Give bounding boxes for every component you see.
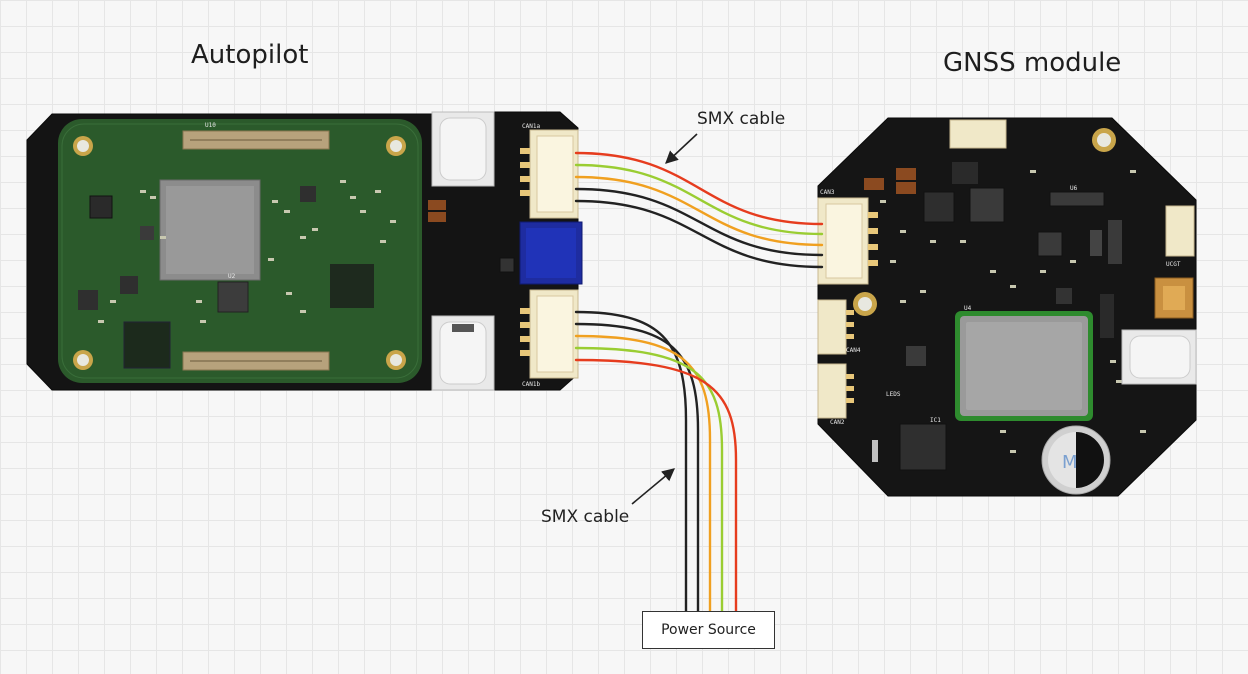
connector-label-can3: CAN3 <box>820 189 835 196</box>
autopilot-board: U10 U2 <box>27 112 582 390</box>
chip-label-u4: U4 <box>964 305 972 312</box>
autopilot-ic-u2 <box>218 282 248 312</box>
connector-label-can1a: CAN1a <box>522 123 540 130</box>
gnss-ucgt-connector <box>1166 206 1194 256</box>
smx-cable-label-top: SMX cable <box>697 109 785 129</box>
power-source-label: Power Source <box>661 622 756 638</box>
power-source-box: Power Source <box>642 611 775 649</box>
connector-label-ucgt: UCGT <box>1166 261 1181 268</box>
svg-text:M: M <box>1062 452 1078 473</box>
connector-label-can1b: CAN1b <box>522 381 540 388</box>
gnss-board: U4 U6 IC1 LEDS <box>818 118 1196 496</box>
autopilot-title: Autopilot <box>191 40 308 70</box>
smx-cable-label-bottom: SMX cable <box>541 507 629 527</box>
connector-label-can4: CAN4 <box>846 347 861 354</box>
gnss-top-connector <box>950 120 1006 148</box>
chip-label-u6: U6 <box>1070 185 1078 192</box>
gnss-ic-ic1 <box>900 424 946 470</box>
chip-label-ic1: IC1 <box>930 417 941 424</box>
smx-cable-top <box>576 153 822 267</box>
autopilot-usb-c-top <box>432 112 494 186</box>
autopilot-usb-c-bottom <box>432 316 494 390</box>
chip-label-u2: U2 <box>228 273 236 280</box>
connector-label-can2: CAN2 <box>830 419 845 426</box>
chip-label-u10: U10 <box>205 122 216 129</box>
arrow-top-cable <box>666 134 697 163</box>
gnss-module-title: GNSS module <box>943 48 1121 78</box>
arrow-bottom-cable <box>632 469 674 504</box>
chip-label-leds: LEDS <box>886 391 901 398</box>
gnss-ic-u6 <box>1050 192 1104 206</box>
gnss-coin-battery: M <box>1042 426 1110 494</box>
smx-cable-bottom <box>576 312 736 613</box>
